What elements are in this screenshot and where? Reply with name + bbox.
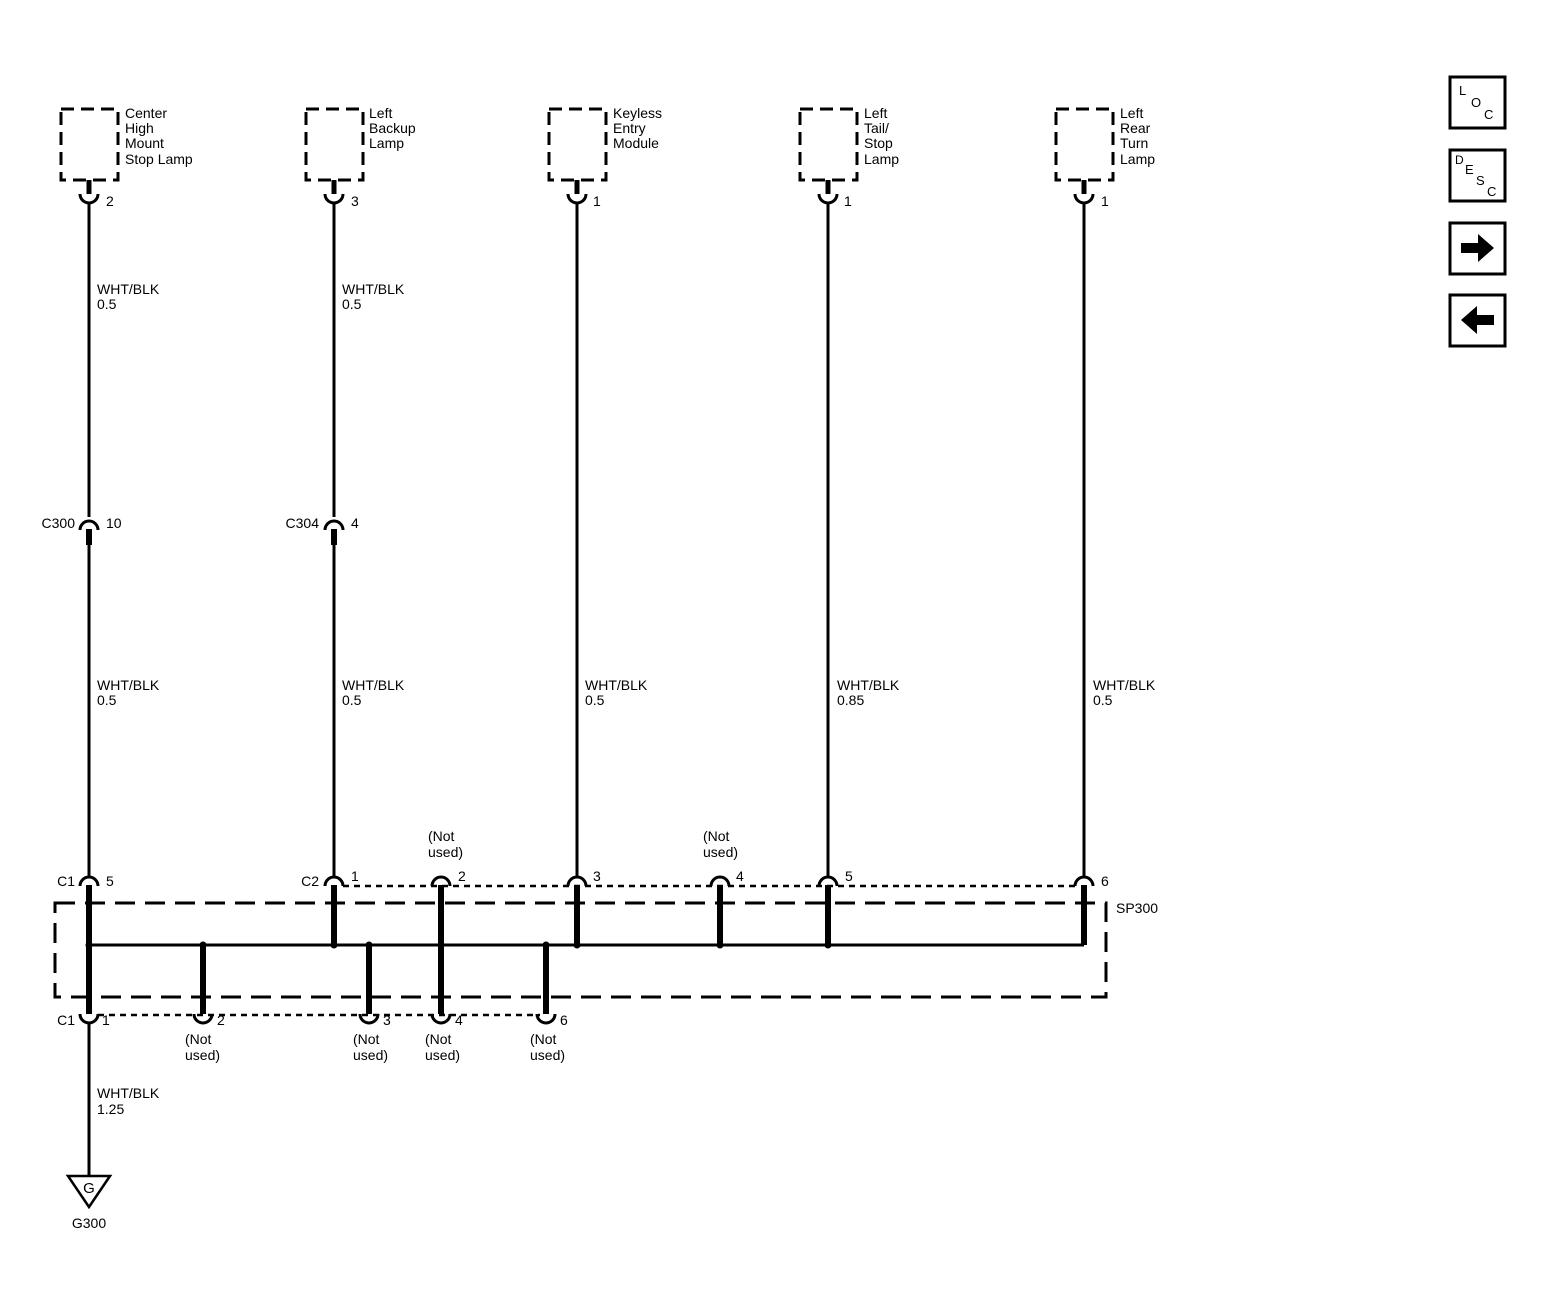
- inline-connector-c300: C300 10: [42, 515, 122, 545]
- splice-junction-dots: [85, 941, 832, 949]
- desc-button-letter: E: [1465, 162, 1474, 177]
- desc-button-letter: C: [1487, 184, 1496, 199]
- connector-name: C1: [57, 1012, 75, 1028]
- pin-number: 1: [1101, 193, 1109, 209]
- previous-button[interactable]: [1448, 293, 1507, 348]
- pin-number: 1: [351, 868, 359, 884]
- splice-pack-name: SP300: [1116, 900, 1158, 916]
- pin-number: 3: [351, 193, 359, 209]
- terminal-cup: [1073, 180, 1095, 205]
- terminal-cup: [566, 180, 588, 205]
- terminal-cup: [323, 180, 345, 205]
- pin-number: 1: [102, 1012, 110, 1028]
- terminal-cup: [78, 180, 100, 205]
- pin-number: 1: [593, 193, 601, 209]
- pin-number: 5: [106, 873, 114, 889]
- connector-name: C300: [42, 515, 76, 531]
- ground-name: G300: [72, 1215, 106, 1231]
- pin-number: 4: [455, 1012, 463, 1028]
- ground-symbol-icon: [65, 1174, 113, 1210]
- desc-button[interactable]: D E S C: [1448, 148, 1507, 203]
- pin-number: 1: [844, 193, 852, 209]
- component-pin-numbers: 2 3 1 1 1: [106, 193, 1109, 209]
- next-button[interactable]: [1448, 221, 1507, 276]
- pin-number: 2: [217, 1012, 225, 1028]
- pin-number: 4: [736, 868, 744, 884]
- ground-g300: G G300: [65, 1174, 113, 1231]
- c2-pin: 3: [566, 868, 601, 945]
- loc-button-letter: L: [1459, 83, 1466, 98]
- connector-name: C2: [301, 873, 319, 889]
- pin-number: 3: [383, 1012, 391, 1028]
- arrow-left-icon: [1461, 306, 1494, 334]
- loc-button-letter: O: [1471, 95, 1481, 110]
- terminal-cup: [817, 180, 839, 205]
- c2-pin: 1: [323, 868, 359, 945]
- component-terminals: [78, 180, 1095, 205]
- pin-number: 6: [560, 1012, 568, 1028]
- inline-connector-c304: C304 4: [286, 515, 359, 545]
- desc-button-letter: D: [1455, 153, 1464, 167]
- c1-bottom-pin: 1: [78, 945, 110, 1028]
- pin-number: 5: [845, 868, 853, 884]
- ground-letter: G: [83, 1180, 95, 1197]
- wires: [87, 203, 1086, 1176]
- arrow-right-icon: [1461, 234, 1494, 262]
- pin-number: 2: [106, 193, 114, 209]
- pin-number: 3: [593, 868, 601, 884]
- pin-number: 10: [106, 515, 122, 531]
- desc-button-letter: S: [1476, 173, 1485, 188]
- pin-number: 6: [1101, 873, 1109, 889]
- c2-pin: 6: [1073, 873, 1109, 945]
- loc-button[interactable]: L O C: [1448, 75, 1507, 130]
- c2-pin: 5: [817, 868, 853, 945]
- loc-button-letter: C: [1484, 107, 1493, 122]
- connector-name: C304: [286, 515, 320, 531]
- pin-number: 4: [351, 515, 359, 531]
- pin-number: 2: [458, 868, 466, 884]
- connector-name: C1: [57, 873, 75, 889]
- c1-top-pin: C1 5: [57, 873, 114, 945]
